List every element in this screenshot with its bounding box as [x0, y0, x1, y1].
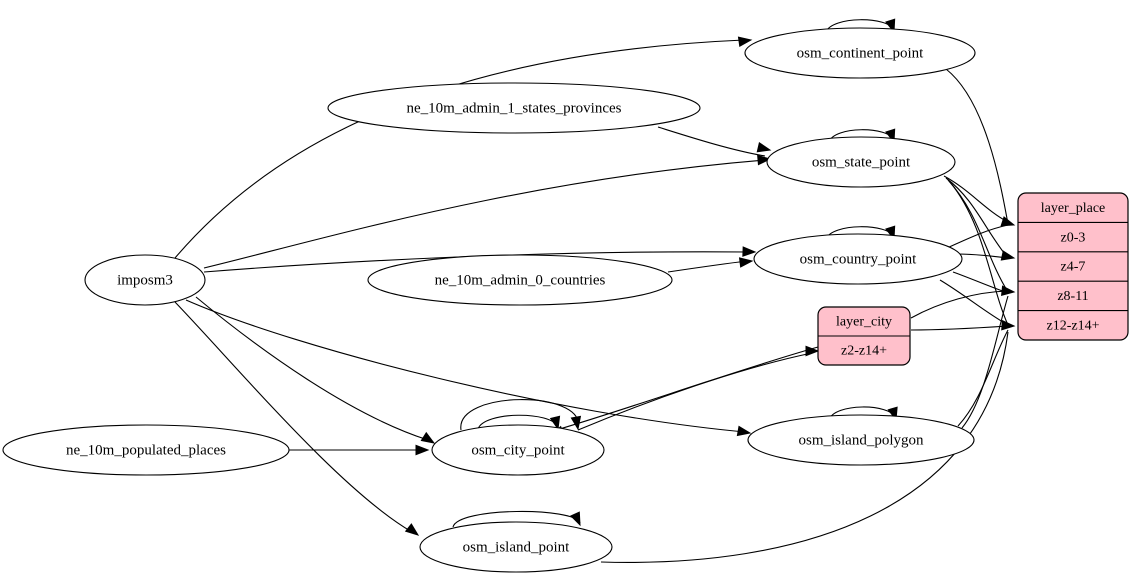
- node-ne_countries[interactable]: ne_10m_admin_0_countries: [367, 254, 673, 306]
- arrow-into-osm-island-polygon-from-imposm3: [736, 425, 752, 437]
- arrow-loop-island-point: [570, 511, 581, 527]
- node-shape-ne_states: [327, 82, 701, 134]
- arrow-into-layer-place-z8-11: [1001, 285, 1016, 296]
- node-imposm3[interactable]: imposm3: [84, 254, 206, 306]
- arrow-into-osm-state-point-from-ne-states: [756, 141, 772, 153]
- node-osm_island_point[interactable]: osm_island_point: [419, 521, 613, 573]
- edge-ne_states-to-osm_state_point: [657, 126, 766, 157]
- edge-osm_city_point-to-layer_city: [577, 352, 813, 431]
- edge-osm_country_point-to-layer_place_z12: [939, 279, 1009, 326]
- edge-imposm3-to-osm_country_point: [203, 251, 752, 273]
- arrow-loop-city-outer: [570, 415, 582, 431]
- edges-layer: [174, 19, 1009, 563]
- arrow-into-osm-continent-point: [737, 36, 753, 48]
- node-osm_island_polygon[interactable]: osm_island_polygon: [747, 414, 975, 466]
- arrow-into-osm-island-point-from-imposm3: [404, 523, 420, 536]
- node-shape-osm_state_point: [766, 136, 956, 188]
- record-body-layer_place: [1017, 192, 1129, 341]
- node-shape-ne_countries: [367, 254, 673, 306]
- edge-imposm3-to-osm_island_polygon: [185, 299, 746, 433]
- edge-osm_island_polygon-to-layer_place_z8_11: [961, 295, 1009, 429]
- arrow-into-layer-place-z12: [1001, 319, 1016, 331]
- nodes-layer: imposm3 ne_10m_admin_1_states_provincesne…: [2, 27, 976, 573]
- edge-layer_city-to-layer_place_z8_11: [910, 290, 1009, 319]
- edge-imposm3-to-osm_city_point: [195, 296, 429, 441]
- edge-osm_country_point-to-layer_place_z4_7: [957, 253, 1009, 259]
- edge-imposm3-to-osm_continent_point: [174, 39, 745, 259]
- node-osm_state_point[interactable]: osm_state_point: [766, 136, 956, 188]
- edge-osm_state_point-to-layer_place_z12: [949, 181, 1009, 326]
- edge-osm_country_point-to-layer_place_z8_11: [952, 271, 1009, 294]
- node-shape-ne_populated: [2, 424, 290, 476]
- edge-osm_island_point-to-layer_place_z12: [600, 331, 1009, 563]
- node-shape-osm_country_point: [753, 233, 963, 285]
- edge-osm_city_point-to-osm_city_point_outer: [460, 399, 579, 431]
- edge-osm_continent_point-to-layer_place_z0_3: [945, 68, 1009, 225]
- arrow-into-osm-state-point-from-imposm3: [757, 154, 772, 166]
- edge-osm_country_point-to-layer_place_z0_3: [946, 224, 1009, 249]
- edge-osm_island_polygon-to-layer_place_z12: [957, 329, 1009, 427]
- node-shape-osm_city_point: [431, 424, 605, 476]
- edge-ne_countries-to-osm_country_point: [667, 260, 748, 273]
- node-shape-imposm3: [84, 254, 206, 306]
- edge-imposm3-to-osm_state_point: [203, 159, 766, 269]
- arrow-loop-city-inner: [549, 415, 561, 431]
- arrow-into-layer-place-z0-3: [1000, 216, 1016, 227]
- node-osm_country_point[interactable]: osm_country_point: [753, 233, 963, 285]
- edge-layer_city-to-layer_place_z12: [910, 325, 1009, 331]
- node-ne_states[interactable]: ne_10m_admin_1_states_provinces: [327, 82, 701, 134]
- node-shape-osm_island_polygon: [747, 414, 975, 466]
- arrow-into-osm-city-point-from-ne-populated: [415, 444, 430, 456]
- node-ne_populated[interactable]: ne_10m_populated_places: [2, 424, 290, 476]
- edge-osm_state_point-to-layer_place_z4_7: [945, 177, 1009, 259]
- node-osm_city_point[interactable]: osm_city_point: [431, 424, 605, 476]
- arrow-into-layer-place-z4-7: [1000, 250, 1016, 261]
- node-shape-osm_island_point: [419, 521, 613, 573]
- edge-imposm3-to-osm_island_point: [174, 301, 413, 533]
- node-osm_continent_point[interactable]: osm_continent_point: [744, 27, 976, 79]
- node-shape-osm_continent_point: [744, 27, 976, 79]
- arrow-into-osm-country-point-from-ne-countries: [738, 257, 754, 268]
- edge-osm_state_point-to-layer_place_z8_11: [947, 179, 1009, 293]
- edge-osm_state_point-to-layer_place_z0_3: [943, 175, 1009, 223]
- arrow-into-osm-city-point-from-imposm3: [420, 431, 436, 444]
- arrow-into-layer-city: [805, 345, 820, 357]
- arrow-into-osm-country-point-from-imposm3: [742, 246, 757, 257]
